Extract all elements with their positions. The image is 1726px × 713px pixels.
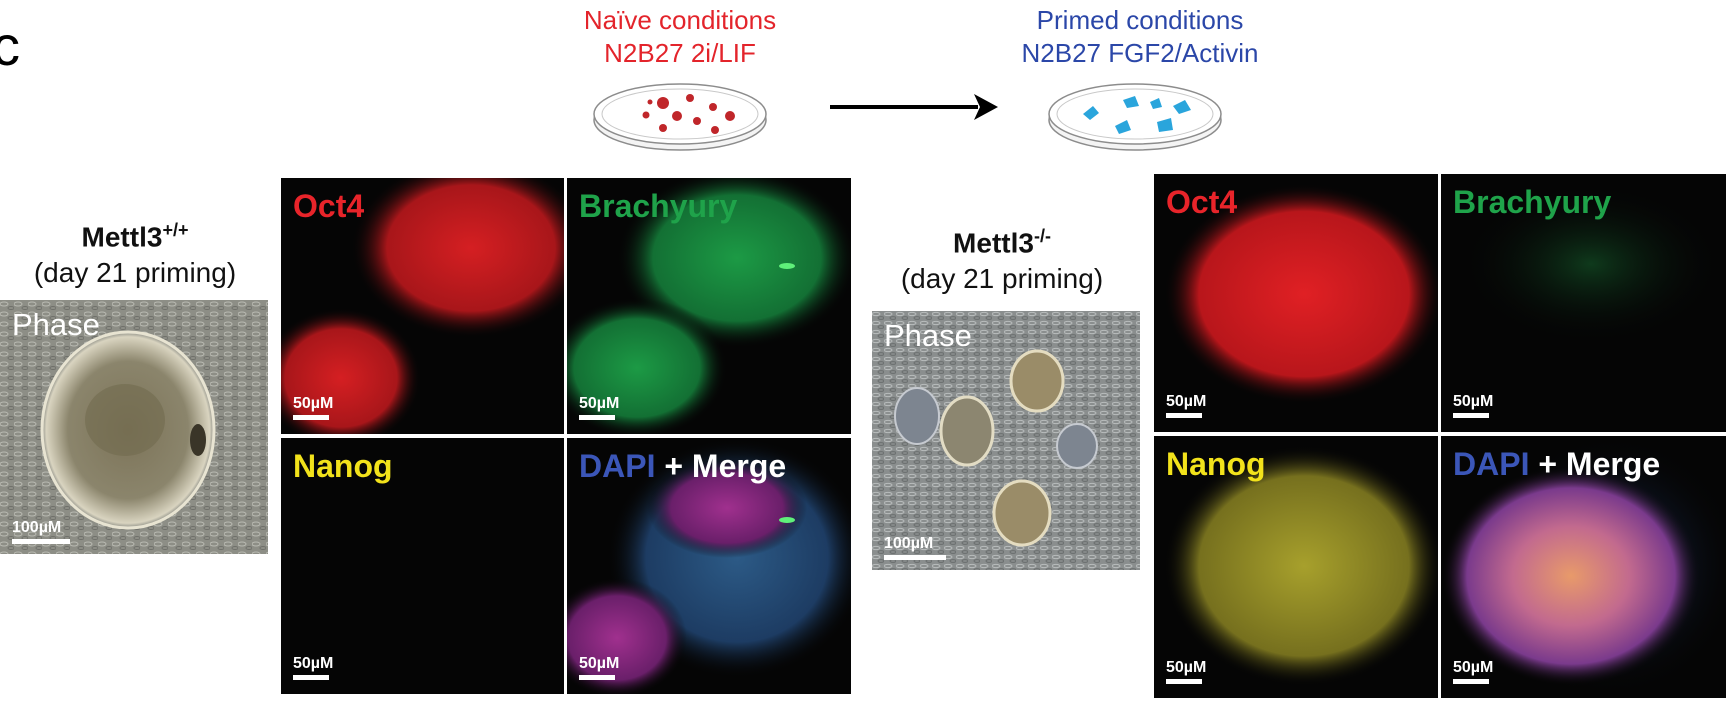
wt-phase-label: Phase xyxy=(12,307,100,342)
ko-merge-image: DAPI + Merge 50µM xyxy=(1441,436,1726,698)
wt-oct4-scale-bar: 50µM xyxy=(293,395,333,420)
wt-merge-scale-bar: 50µM xyxy=(579,655,619,680)
ko-genotype-label: Mettl3-/- (day 21 priming) xyxy=(868,218,1136,297)
ko-merge-scale-bar: 50µM xyxy=(1453,659,1493,684)
ko-brachyury-label: Brachyury xyxy=(1453,184,1612,220)
wt-merge-label: DAPI + Merge xyxy=(579,446,786,486)
wt-genotype-superscript: +/+ xyxy=(162,220,189,240)
ko-nanog-scale-text: 50µM xyxy=(1166,659,1207,676)
naive-conditions-medium: N2B27 2i/LIF xyxy=(604,38,756,68)
arrow-right-icon xyxy=(828,92,1000,122)
ko-oct4-scale-line xyxy=(1166,413,1202,418)
panel-letter: c xyxy=(0,14,20,77)
primed-petri-dish-illustration xyxy=(1045,80,1225,152)
wt-oct4-label: Oct4 xyxy=(293,188,365,224)
ko-dapi-label: DAPI xyxy=(1453,446,1530,482)
wt-phase-image: Phase 100µM xyxy=(0,300,268,554)
ko-merge-scale-text: 50µM xyxy=(1453,659,1494,676)
ko-merge-scale-line xyxy=(1453,679,1489,684)
wt-merge-scale-text: 50µM xyxy=(579,655,620,672)
ko-oct4-image: Oct4 50µM xyxy=(1154,174,1438,432)
wt-oct4-scale-line xyxy=(293,415,329,420)
ko-phase-label: Phase xyxy=(884,318,972,353)
wt-brachyury-scale-text: 50µM xyxy=(579,395,620,412)
ko-phase-scale-text: 100µM xyxy=(884,535,934,552)
wt-brachyury-image: Brachyury 50µM xyxy=(567,178,851,434)
ko-genotype-subtitle: (day 21 priming) xyxy=(900,263,1104,295)
ko-merge-label: DAPI + Merge xyxy=(1453,444,1660,484)
primed-conditions-label: Primed conditions N2B27 FGF2/Activin xyxy=(975,4,1305,70)
wt-nanog-scale-bar: 50µM xyxy=(293,655,333,680)
ko-nanog-label: Nanog xyxy=(1166,446,1266,482)
wt-brachyury-scale-bar: 50µM xyxy=(579,395,619,420)
ko-brachyury-scale-line xyxy=(1453,413,1489,418)
wt-oct4-image: Oct4 50µM xyxy=(281,178,564,434)
wt-nanog-image: Nanog 50µM xyxy=(281,438,564,694)
ko-brachyury-scale-text: 50µM xyxy=(1453,393,1494,410)
wt-dapi-label: DAPI xyxy=(579,448,656,484)
ko-nanog-image: Nanog 50µM xyxy=(1154,436,1438,698)
wt-brachyury-label: Brachyury xyxy=(579,188,738,224)
ko-phase-scale-line xyxy=(884,555,946,560)
wt-phase-scale-bar: 100µM xyxy=(12,519,70,544)
wt-genotype-label: Mettl3+/+ (day 21 priming) xyxy=(0,212,270,291)
ko-oct4-label: Oct4 xyxy=(1166,184,1238,220)
wt-nanog-label: Nanog xyxy=(293,448,393,484)
wt-oct4-scale-text: 50µM xyxy=(293,395,334,412)
primed-conditions-title: Primed conditions xyxy=(1036,5,1244,35)
naive-conditions-title: Naïve conditions xyxy=(583,5,777,35)
ko-genotype-superscript: -/- xyxy=(1033,226,1051,246)
wt-phase-scale-text: 100µM xyxy=(12,519,62,536)
ko-oct4-scale-text: 50µM xyxy=(1166,393,1207,410)
ko-oct4-scale-bar: 50µM xyxy=(1166,393,1206,418)
wt-merge-text: + Merge xyxy=(664,448,787,484)
wt-phase-scale-line xyxy=(12,539,70,544)
ko-merge-text: + Merge xyxy=(1538,446,1661,482)
naive-conditions-label: Naïve conditions N2B27 2i/LIF xyxy=(540,4,820,70)
wt-merge-scale-line xyxy=(579,675,615,680)
wt-nanog-scale-line xyxy=(293,675,329,680)
ko-genotype-name: Mettl3 xyxy=(953,227,1034,259)
wt-brachyury-scale-line xyxy=(579,415,615,420)
wt-genotype-name: Mettl3 xyxy=(81,221,163,253)
wt-nanog-scale-text: 50µM xyxy=(293,655,334,672)
ko-brachyury-image: Brachyury 50µM xyxy=(1441,174,1726,432)
primed-conditions-medium: N2B27 FGF2/Activin xyxy=(1021,38,1259,68)
ko-phase-scale-bar: 100µM xyxy=(884,535,946,560)
ko-brachyury-scale-bar: 50µM xyxy=(1453,393,1493,418)
naive-petri-dish-illustration xyxy=(590,80,770,152)
wt-merge-image: DAPI + Merge 50µM xyxy=(567,438,851,694)
ko-nanog-scale-line xyxy=(1166,679,1202,684)
wt-genotype-subtitle: (day 21 priming) xyxy=(33,257,237,289)
ko-phase-image: Phase 100µM xyxy=(872,311,1140,570)
ko-nanog-scale-bar: 50µM xyxy=(1166,659,1206,684)
